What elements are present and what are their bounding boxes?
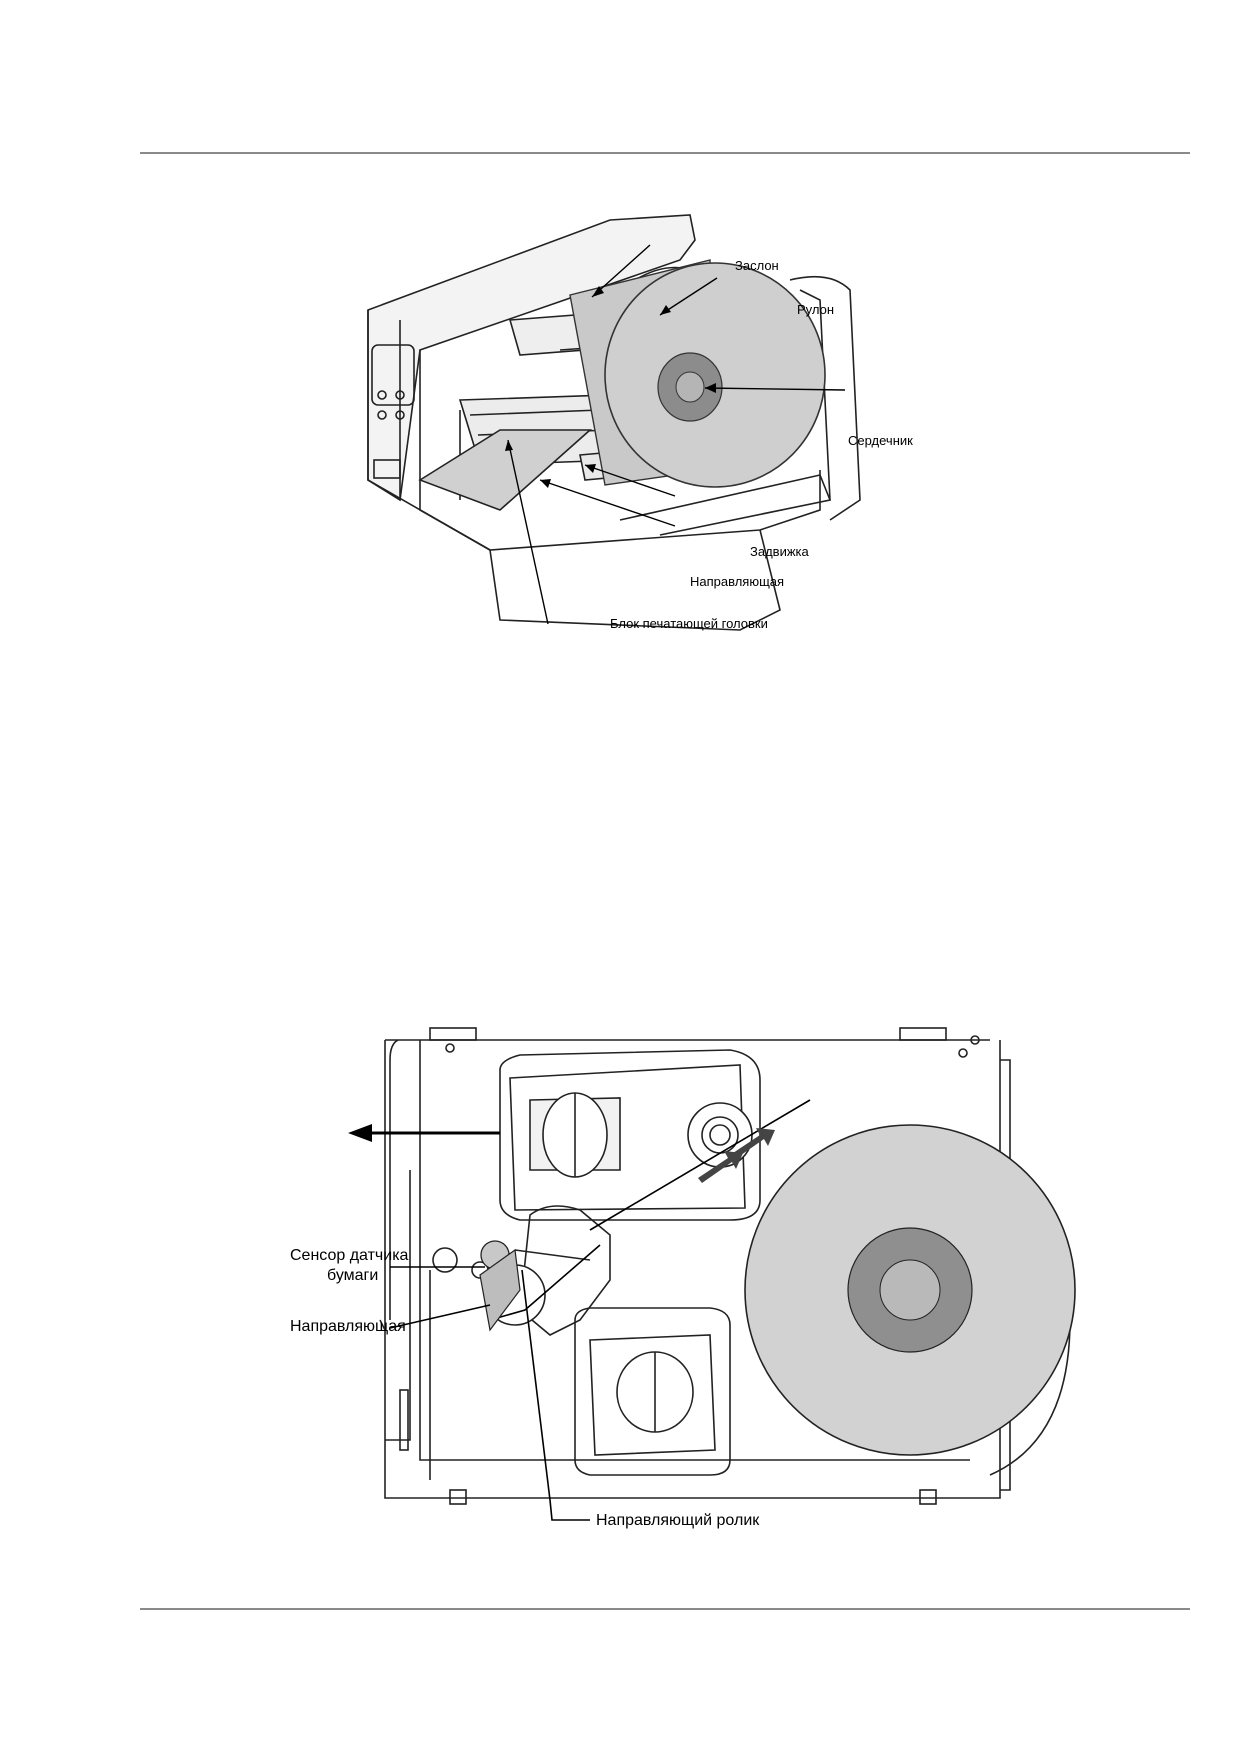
- label-sensor-line2: бумаги: [327, 1267, 378, 1284]
- label-core: Сердечник: [848, 433, 913, 448]
- label-roll: Рулон: [797, 302, 834, 317]
- label-sensor-line1: Сенсор датчика: [290, 1247, 409, 1264]
- label-shutter: Заслон: [735, 258, 779, 273]
- label-guide-roller: Направляющий ролик: [596, 1512, 760, 1529]
- paper-roll: [569, 259, 826, 488]
- footer-rule: [140, 1608, 1190, 1610]
- header-rule: [140, 152, 1190, 154]
- label-printhead: Блок печатающей головки: [610, 616, 768, 631]
- label-latch: Задвижка: [750, 544, 810, 559]
- label-guide: Направляющая: [690, 574, 784, 589]
- exit-arrow-head: [348, 1124, 372, 1142]
- media-roll: [744, 1124, 1076, 1456]
- label-guide-2: Направляющая: [290, 1318, 406, 1335]
- feed-direction-arrows: [698, 1128, 775, 1183]
- printer-perspective-figure: Заслон Рулон Сердечник Задвижка Направля…: [367, 214, 913, 631]
- printer-side-figure: Сенсор датчика бумаги Направляющая Напра…: [290, 1027, 1076, 1529]
